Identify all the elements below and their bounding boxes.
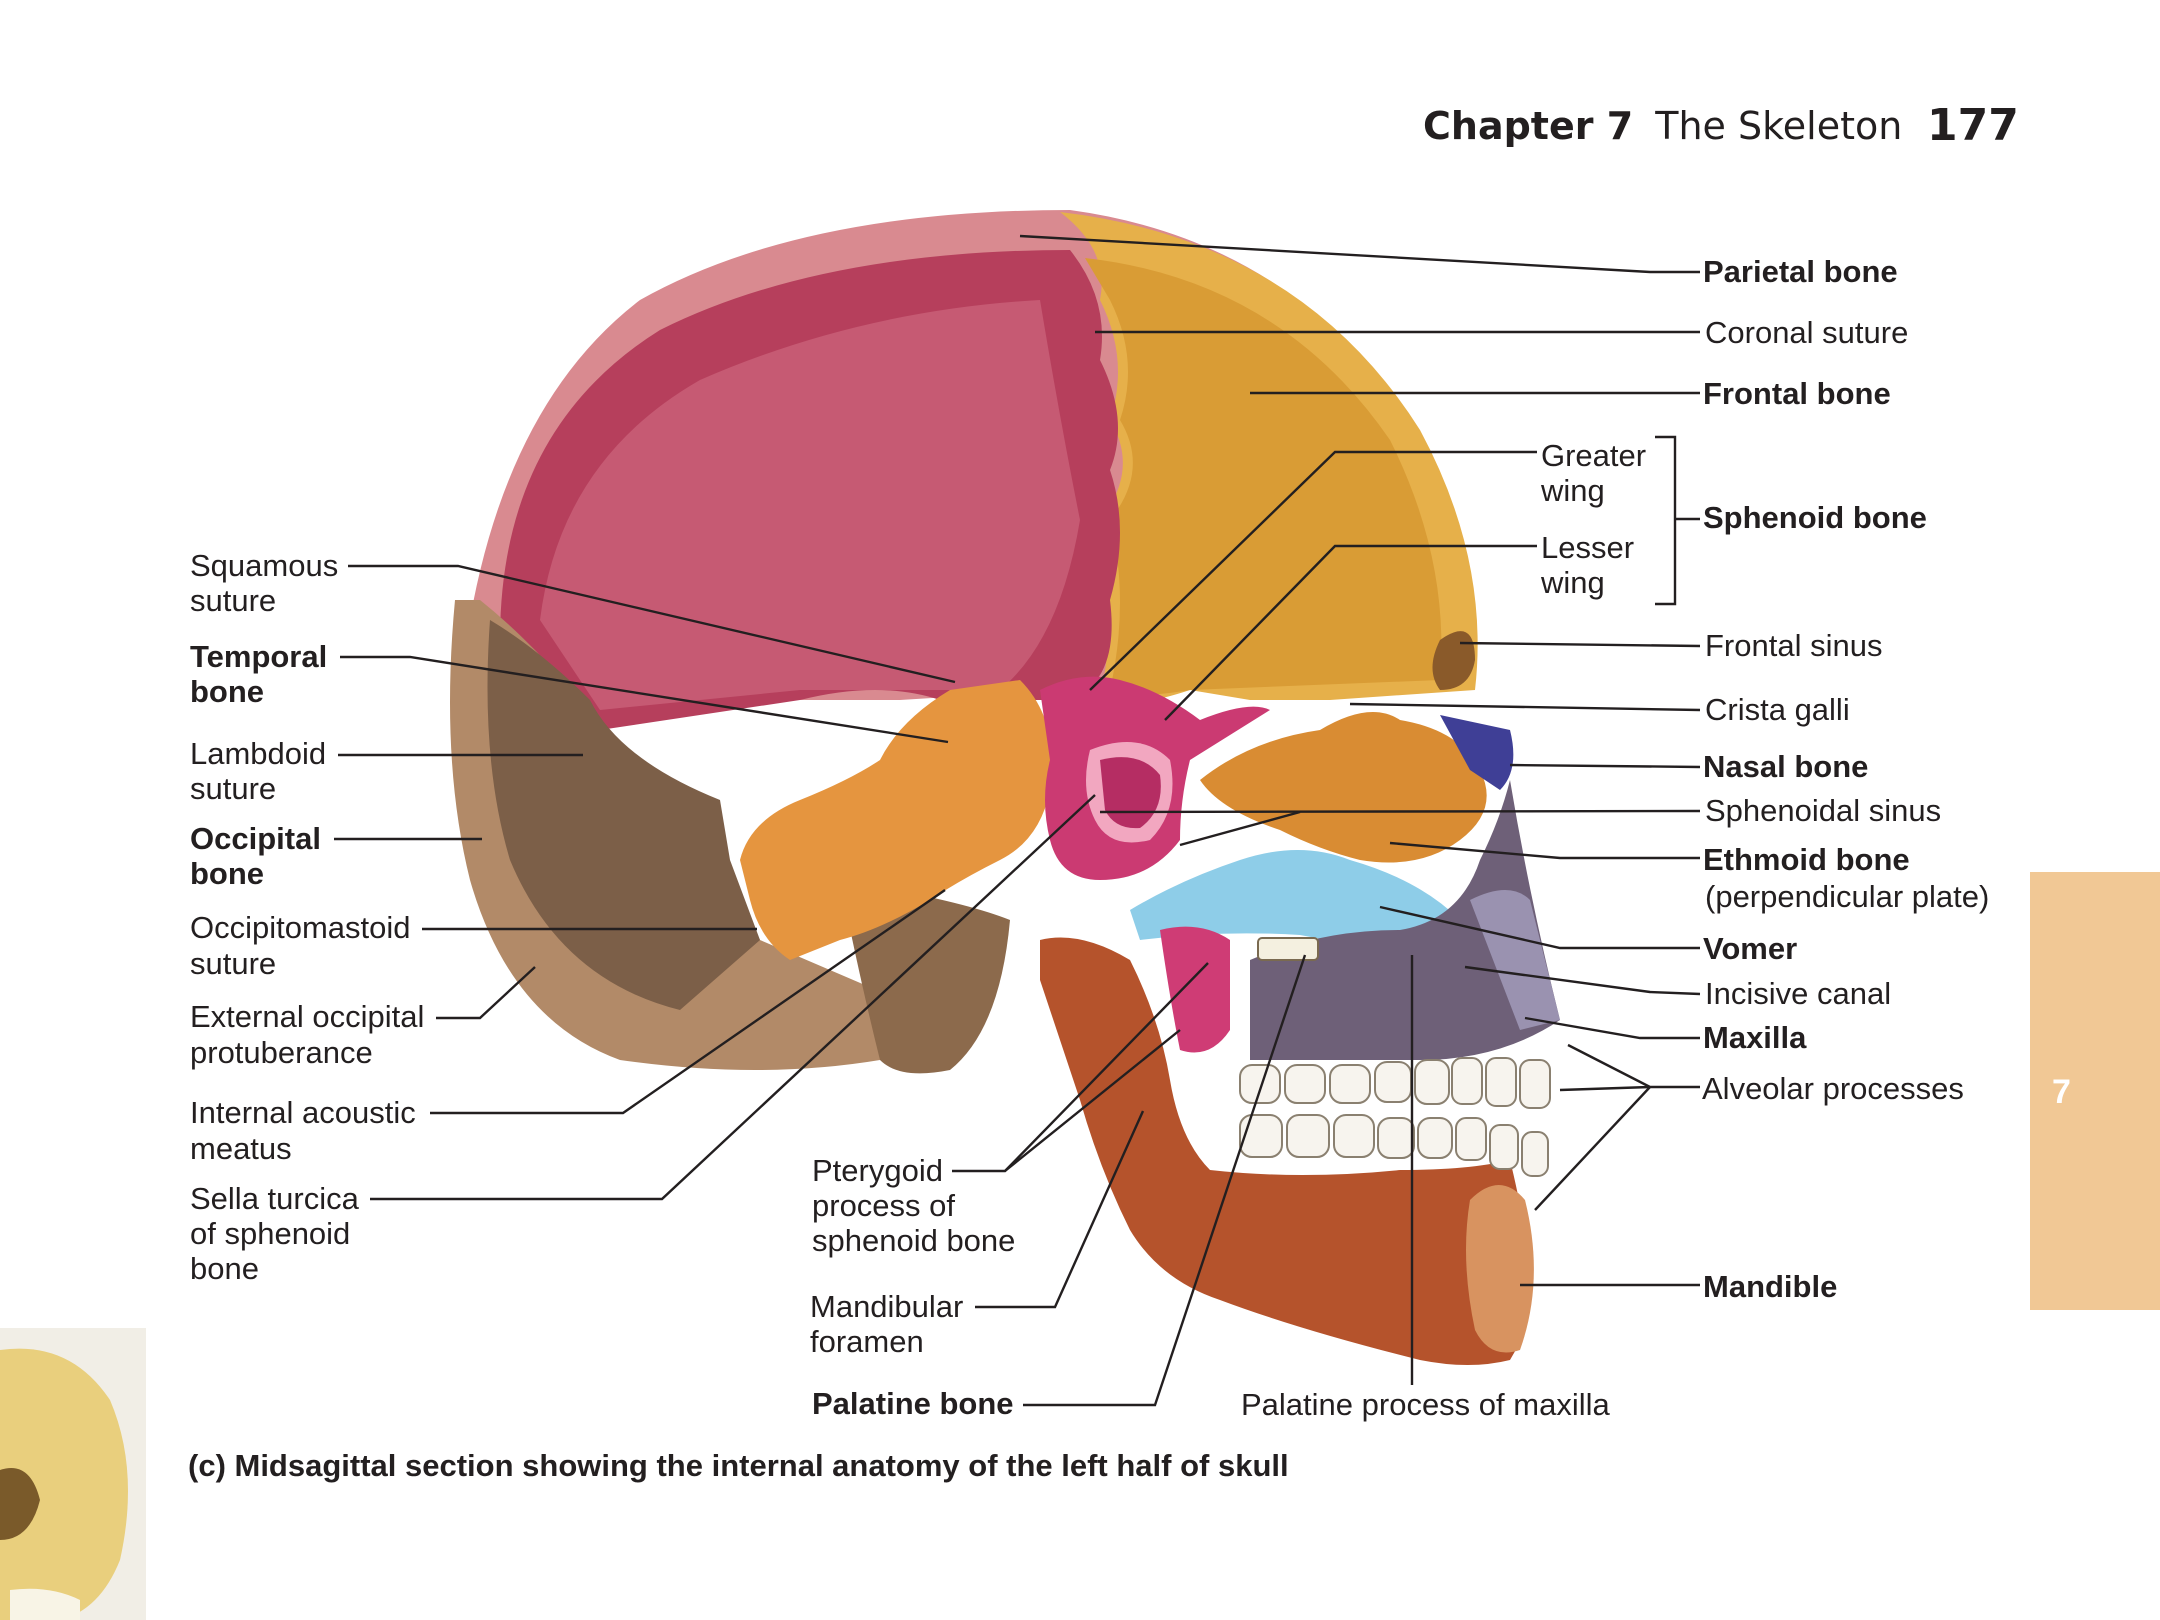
label-temporal-1: Temporal: [190, 639, 328, 674]
label-vomer: Vomer: [1703, 931, 1798, 966]
label-pterygoid-2: process of: [812, 1188, 956, 1223]
leader-sphenoidal-sinus: [1099, 809, 1701, 814]
label-frontal-bone: Frontal bone: [1703, 376, 1891, 411]
label-maxilla: Maxilla: [1703, 1020, 1807, 1055]
label-sella-2: of sphenoid: [190, 1216, 351, 1251]
label-alveolar-processes: Alveolar processes: [1702, 1071, 1964, 1106]
chapter-tab-number: 7: [2052, 1073, 2071, 1111]
leader-alveolar-2: [1559, 1085, 1651, 1092]
page-number: 177: [1927, 100, 2019, 151]
label-frontal-sinus: Frontal sinus: [1705, 628, 1883, 663]
leader-palatine: [1023, 954, 1307, 1407]
label-occipital-2: bone: [190, 856, 265, 891]
leader-vomer: [1379, 905, 1700, 950]
leader-alveolar-1: [1567, 1043, 1700, 1089]
leader-ext-occ: [436, 966, 536, 1020]
leader-maxilla: [1524, 1016, 1700, 1040]
leader-temporal: [340, 655, 949, 744]
leader-int-acoustic: [430, 889, 946, 1115]
label-occipitomastoid-1: Occipitomastoid: [190, 910, 411, 945]
chapter-title: The Skeleton: [1655, 104, 1903, 148]
label-squamous-2: suture: [190, 583, 277, 618]
label-ext-occipital-2: protuberance: [190, 1035, 373, 1070]
upper-teeth: [1239, 1057, 1551, 1109]
label-occipitomastoid-2: suture: [190, 946, 277, 981]
temporal-bone-shape: [740, 680, 1052, 960]
label-lambdoid-1: Lambdoid: [190, 736, 327, 771]
label-mandibular-foramen-2: foramen: [810, 1324, 924, 1359]
label-temporal-2: bone: [190, 674, 265, 709]
leader-incisive: [1464, 965, 1701, 996]
label-lesser-wing-1: Lesser: [1541, 530, 1635, 565]
chapter-tab: [2030, 872, 2160, 1310]
leader-frontal-sinus: [1459, 641, 1701, 648]
ethmoid-bone-shape: [1200, 712, 1487, 863]
label-int-acoustic-2: meatus: [190, 1131, 292, 1166]
leader-pterygoid-2: [1004, 1029, 1181, 1172]
label-int-acoustic-1: Internal acoustic: [190, 1095, 416, 1130]
label-nasal-bone: Nasal bone: [1703, 749, 1869, 784]
label-lesser-wing-2: wing: [1541, 565, 1605, 600]
label-mandible: Mandible: [1703, 1269, 1838, 1304]
label-incisive-canal: Incisive canal: [1705, 976, 1892, 1011]
leader-lines: [334, 234, 1701, 1407]
label-coronal-suture: Coronal suture: [1705, 315, 1909, 350]
leader-alveolar-3: [1534, 1086, 1651, 1211]
label-parietal-bone: Parietal bone: [1703, 254, 1898, 289]
chapter-label: Chapter 7: [1423, 104, 1634, 148]
label-palatine-bone: Palatine bone: [812, 1386, 1014, 1421]
label-squamous-1: Squamous: [190, 548, 339, 583]
leader-parietal: [1019, 234, 1700, 274]
label-sphenoidal-sinus: Sphenoidal sinus: [1705, 793, 1942, 828]
label-occipital-1: Occipital: [190, 821, 321, 856]
label-sella-3: bone: [190, 1251, 259, 1286]
running-header: Chapter 7 The Skeleton: [1423, 104, 1902, 148]
leader-sinus-2: [1179, 810, 1301, 847]
leader-nasal: [1509, 763, 1701, 769]
label-greater-wing-2: wing: [1541, 473, 1605, 508]
sphenoid-bracket: [1655, 435, 1677, 606]
leader-crista-galli: [1349, 702, 1701, 712]
label-ethmoid-detail: (perpendicular plate): [1705, 879, 1990, 914]
label-ext-occipital-1: External occipital: [190, 999, 425, 1034]
label-greater-wing-1: Greater: [1541, 438, 1647, 473]
leader-sella: [370, 794, 1096, 1201]
label-mandibular-foramen-1: Mandibular: [810, 1289, 964, 1324]
label-pterygoid-1: Pterygoid: [812, 1153, 943, 1188]
label-lambdoid-2: suture: [190, 771, 277, 806]
label-sphenoid-bone: Sphenoid bone: [1703, 500, 1927, 535]
leader-squamous: [348, 564, 956, 684]
lower-teeth: [1239, 1114, 1549, 1177]
mandible-shape: [1040, 937, 1531, 1365]
label-ethmoid-bone: Ethmoid bone: [1703, 842, 1910, 877]
figure-caption: (c) Midsagittal section showing the inte…: [188, 1448, 1289, 1483]
label-pterygoid-3: sphenoid bone: [812, 1223, 1016, 1258]
leader-mandibular-foramen: [975, 1110, 1145, 1309]
label-sella-1: Sella turcica: [190, 1181, 359, 1216]
leader-greater-wing: [1089, 450, 1537, 691]
label-crista-galli: Crista galli: [1705, 692, 1850, 727]
leader-ethmoid: [1389, 841, 1700, 860]
label-palatine-process: Palatine process of maxilla: [1241, 1387, 1610, 1422]
maxilla-shape: [1250, 780, 1560, 1060]
nasal-bone-shape: [1440, 715, 1514, 790]
leader-lesser-wing: [1164, 544, 1537, 721]
skull-thumbnail: [0, 1328, 146, 1620]
